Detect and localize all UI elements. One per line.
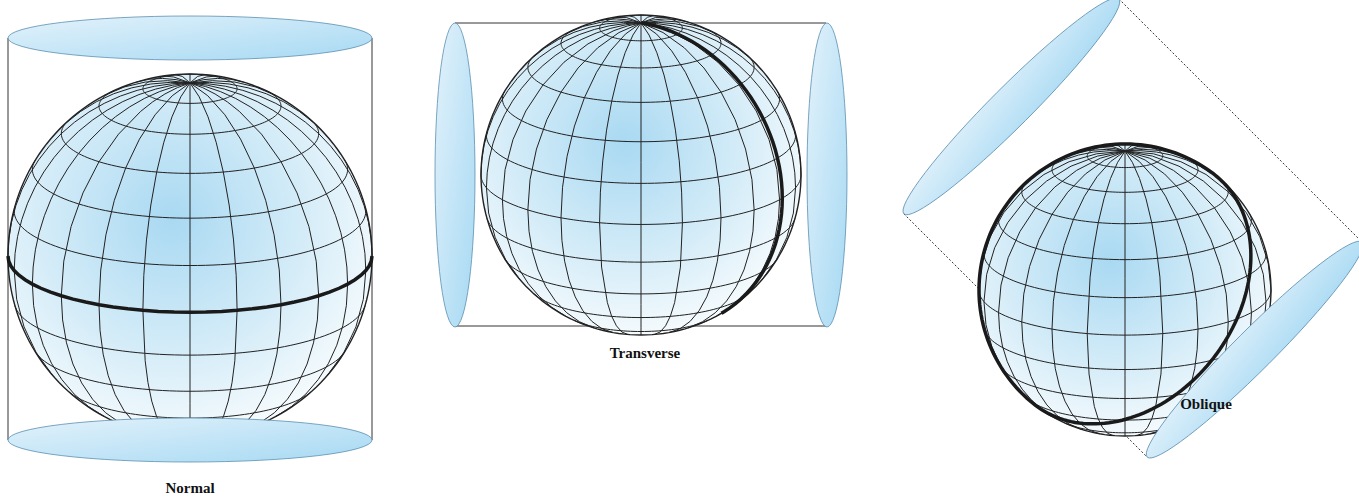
cylinder-end (890, 0, 1133, 228)
cylinder-end (435, 23, 475, 327)
oblique-projection (890, 0, 1359, 471)
graticule (481, 15, 801, 335)
view-label: Transverse (610, 345, 681, 362)
graticule (8, 74, 372, 438)
view-label: Oblique (1180, 396, 1232, 413)
transverse-projection (435, 15, 847, 335)
tangent-line (641, 23, 782, 314)
cylinder-end (8, 418, 372, 462)
view-label: Normal (165, 480, 214, 497)
globe (481, 15, 801, 335)
normal-projection (8, 16, 372, 462)
cylinder-end (807, 23, 847, 327)
globe (8, 74, 372, 438)
tangent-line (8, 256, 372, 312)
cylinder-end (1133, 228, 1359, 471)
cylinder-end (8, 16, 372, 60)
